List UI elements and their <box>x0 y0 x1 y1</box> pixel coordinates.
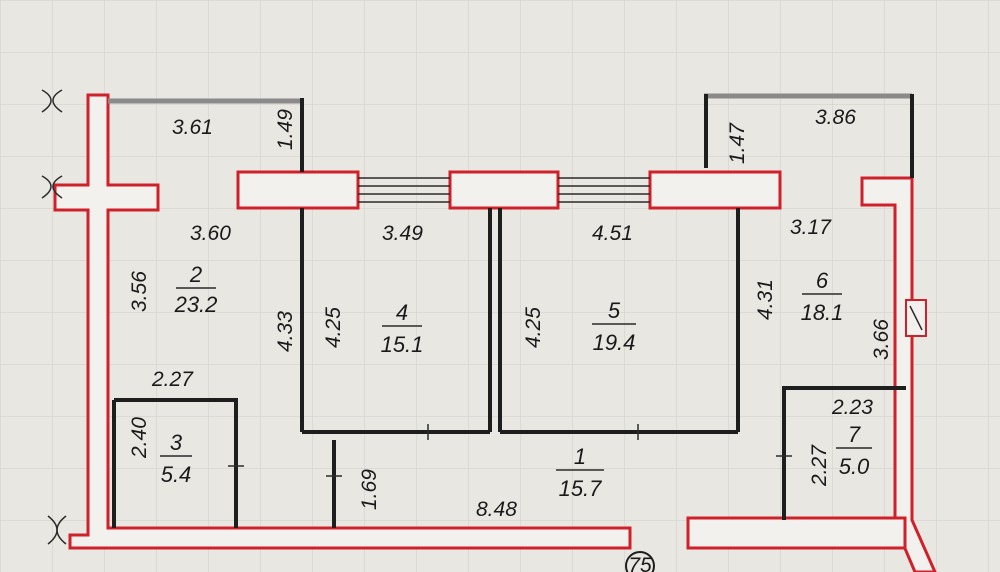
svg-text:6: 6 <box>816 268 829 293</box>
stair-marker: 75 <box>628 554 652 572</box>
dim-hall-length: 8.48 <box>476 498 517 521</box>
svg-text:4: 4 <box>396 300 408 325</box>
dim-room4-width: 3.49 <box>382 222 423 245</box>
svg-text:7: 7 <box>848 422 861 447</box>
room-labels: 2 23.2 3 5.4 4 15.1 5 19.4 6 18.1 7 5.0 <box>160 262 872 572</box>
dim-room2-width: 3.60 <box>190 222 231 245</box>
svg-text:5.0: 5.0 <box>839 454 870 479</box>
svg-text:18.1: 18.1 <box>801 300 844 325</box>
dim-room5-width: 4.51 <box>592 222 633 245</box>
dim-balcony-left-depth: 1.49 <box>274 109 297 150</box>
dim-balcony-left-width: 3.61 <box>172 116 213 139</box>
dim-room2-height: 3.56 <box>128 271 151 312</box>
windows <box>358 177 650 203</box>
room-7-label: 7 5.0 <box>836 422 872 479</box>
dim-room7-width: 2.23 <box>831 396 873 419</box>
dim-room6-side: 3.66 <box>870 319 893 360</box>
dim-room2-inner-height: 4.33 <box>274 311 297 352</box>
room-3-label: 3 5.4 <box>160 430 192 487</box>
dimension-labels: 3.61 1.49 3.86 1.47 3.60 3.56 4.33 3.49 … <box>128 106 893 521</box>
balconies <box>108 93 914 178</box>
dim-room3-height: 2.40 <box>128 417 151 459</box>
svg-text:5.4: 5.4 <box>161 462 192 487</box>
dim-balcony-right-depth: 1.47 <box>726 122 749 164</box>
svg-text:5: 5 <box>608 298 621 323</box>
svg-text:2: 2 <box>189 262 202 287</box>
exterior-walls <box>53 93 937 572</box>
svg-text:19.4: 19.4 <box>593 330 636 355</box>
svg-text:1: 1 <box>574 444 586 469</box>
dim-corridor-width: 1.69 <box>358 469 381 510</box>
room-2-label: 2 23.2 <box>174 262 218 317</box>
room-4-label: 4 15.1 <box>381 300 424 357</box>
room-6-label: 6 18.1 <box>801 268 844 325</box>
dim-room6-width: 3.17 <box>790 216 832 239</box>
dim-balcony-right-width: 3.86 <box>815 106 856 129</box>
room-1-label: 1 15.7 <box>556 444 604 501</box>
svg-text:23.2: 23.2 <box>174 292 218 317</box>
room-5-label: 5 19.4 <box>592 298 636 355</box>
dim-room5-height: 4.25 <box>522 307 545 348</box>
dim-room7-height: 2.27 <box>808 444 831 487</box>
svg-text:15.7: 15.7 <box>559 476 603 501</box>
svg-text:3: 3 <box>170 430 183 455</box>
partitions <box>41 89 927 572</box>
svg-text:15.1: 15.1 <box>381 332 424 357</box>
dim-room6-height: 4.31 <box>754 279 777 320</box>
dim-room3-width: 2.27 <box>151 368 194 391</box>
dim-room4-height: 4.25 <box>322 307 345 348</box>
